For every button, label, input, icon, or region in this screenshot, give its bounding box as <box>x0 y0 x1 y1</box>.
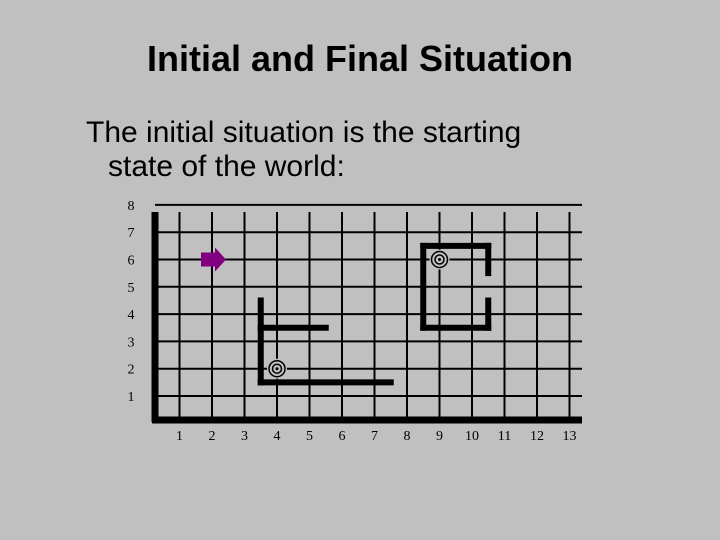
street-label-4: 4 <box>128 308 135 323</box>
avenue-label-11: 11 <box>498 429 511 444</box>
avenue-label-4: 4 <box>274 429 281 444</box>
avenue-label-2: 2 <box>209 429 216 444</box>
street-label-6: 6 <box>128 254 135 269</box>
beeper-inner-ring <box>271 363 283 374</box>
robot-arrow-icon <box>201 247 226 272</box>
street-label-3: 3 <box>128 335 135 350</box>
beeper-inner-ring <box>434 254 445 265</box>
body-line-1: The initial situation is the starting <box>86 116 522 149</box>
beeper-2 <box>429 249 450 270</box>
street-label-2: 2 <box>128 363 135 378</box>
avenue-label-6: 6 <box>339 429 346 444</box>
grid-lines <box>155 203 582 420</box>
avenue-label-7: 7 <box>371 429 378 444</box>
beepers <box>267 249 450 379</box>
avenue-label-8: 8 <box>404 429 411 444</box>
avenue-label-13: 13 <box>563 429 577 444</box>
walls <box>257 242 492 386</box>
street-label-7: 7 <box>128 226 135 241</box>
avenue-label-3: 3 <box>241 429 248 444</box>
beeper-center <box>275 367 279 371</box>
avenue-label-10: 10 <box>465 429 479 444</box>
beeper-outer-ring <box>430 250 449 269</box>
street-label-1: 1 <box>128 390 135 405</box>
robot <box>201 247 226 272</box>
avenue-label-1: 1 <box>176 429 183 444</box>
street-label-5: 5 <box>128 281 135 296</box>
beeper-center <box>438 258 441 261</box>
street-labels: 1 2 3 4 5 6 7 8 <box>128 199 135 405</box>
body-line-2: state of the world: <box>108 150 345 183</box>
slide-body-text: The initial situation is the starting st… <box>86 116 686 184</box>
avenue-label-9: 9 <box>436 429 443 444</box>
beeper-outer-ring <box>268 359 286 378</box>
world-boundary <box>151 212 582 424</box>
street-label-8: 8 <box>128 199 135 214</box>
avenue-label-12: 12 <box>530 429 544 444</box>
slide-title: Initial and Final Situation <box>146 38 573 79</box>
avenue-label-5: 5 <box>306 429 313 444</box>
beeper-1 <box>267 358 287 379</box>
